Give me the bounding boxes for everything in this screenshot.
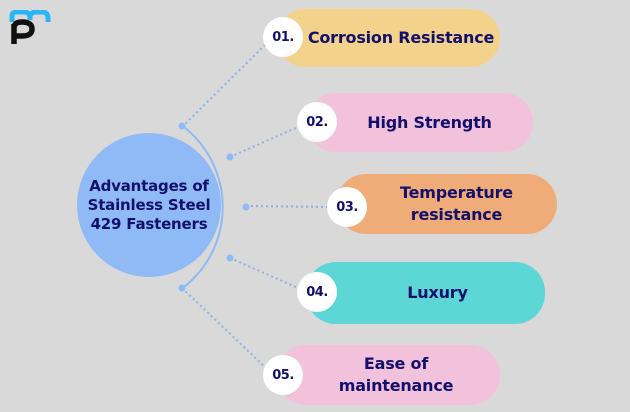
advantage-pill-04: Luxury bbox=[306, 262, 545, 324]
advantage-number-04: 04. bbox=[306, 284, 328, 300]
arc-dot-05 bbox=[178, 284, 186, 292]
connector-03 bbox=[245, 205, 331, 208]
advantage-number-badge-02: 02. bbox=[297, 102, 337, 142]
advantage-label-01: Corrosion Resistance bbox=[307, 28, 495, 47]
arc-dot-01 bbox=[178, 122, 186, 130]
connector-02 bbox=[229, 126, 299, 158]
connector-05 bbox=[181, 287, 269, 371]
central-topic-title: Advantages of Stainless Steel 429 Fasten… bbox=[88, 177, 211, 234]
advantage-number-badge-01: 01. bbox=[263, 17, 303, 57]
advantage-label-03-line-1: Temperature bbox=[400, 183, 513, 202]
connector-04 bbox=[229, 257, 299, 289]
advantage-label-04: Luxury bbox=[407, 283, 468, 302]
connector-01 bbox=[181, 41, 269, 128]
advantage-number-badge-03: 03. bbox=[327, 187, 367, 227]
advantage-label-05-line-1: Ease of bbox=[363, 354, 429, 373]
advantage-pill-02: High Strength bbox=[306, 93, 533, 152]
advantage-number-01: 01. bbox=[272, 29, 294, 45]
advantage-number-badge-04: 04. bbox=[297, 272, 337, 312]
advantage-pill-05: Ease of maintenance bbox=[276, 345, 500, 405]
advantage-number-05: 05. bbox=[272, 367, 294, 383]
arc-dot-04 bbox=[226, 254, 234, 262]
advantage-pill-03: Temperature resistance bbox=[336, 174, 557, 234]
advantage-label-03-line-2: resistance bbox=[410, 205, 503, 224]
advantage-number-badge-05: 05. bbox=[263, 355, 303, 395]
central-topic-line-3: 429 Fasteners bbox=[90, 214, 208, 233]
central-topic-line-1: Advantages of bbox=[89, 176, 209, 195]
advantage-pill-01: Corrosion Resistance bbox=[276, 9, 500, 67]
central-topic-line-2: Stainless Steel bbox=[87, 195, 211, 214]
central-topic-circle: Advantages of Stainless Steel 429 Fasten… bbox=[77, 133, 221, 277]
advantage-label-05: Ease of maintenance bbox=[339, 353, 454, 397]
advantage-label-02: High Strength bbox=[367, 112, 492, 132]
advantage-label-03: Temperature resistance bbox=[400, 182, 513, 226]
outer-arc bbox=[179, 123, 224, 291]
advantage-number-02: 02. bbox=[306, 114, 328, 130]
arc-dot-03 bbox=[242, 203, 250, 211]
arc-dot-02 bbox=[226, 153, 234, 161]
brand-logo-icon bbox=[9, 10, 51, 44]
advantage-label-05-line-2: maintenance bbox=[338, 376, 454, 395]
advantage-number-03: 03. bbox=[336, 199, 358, 215]
